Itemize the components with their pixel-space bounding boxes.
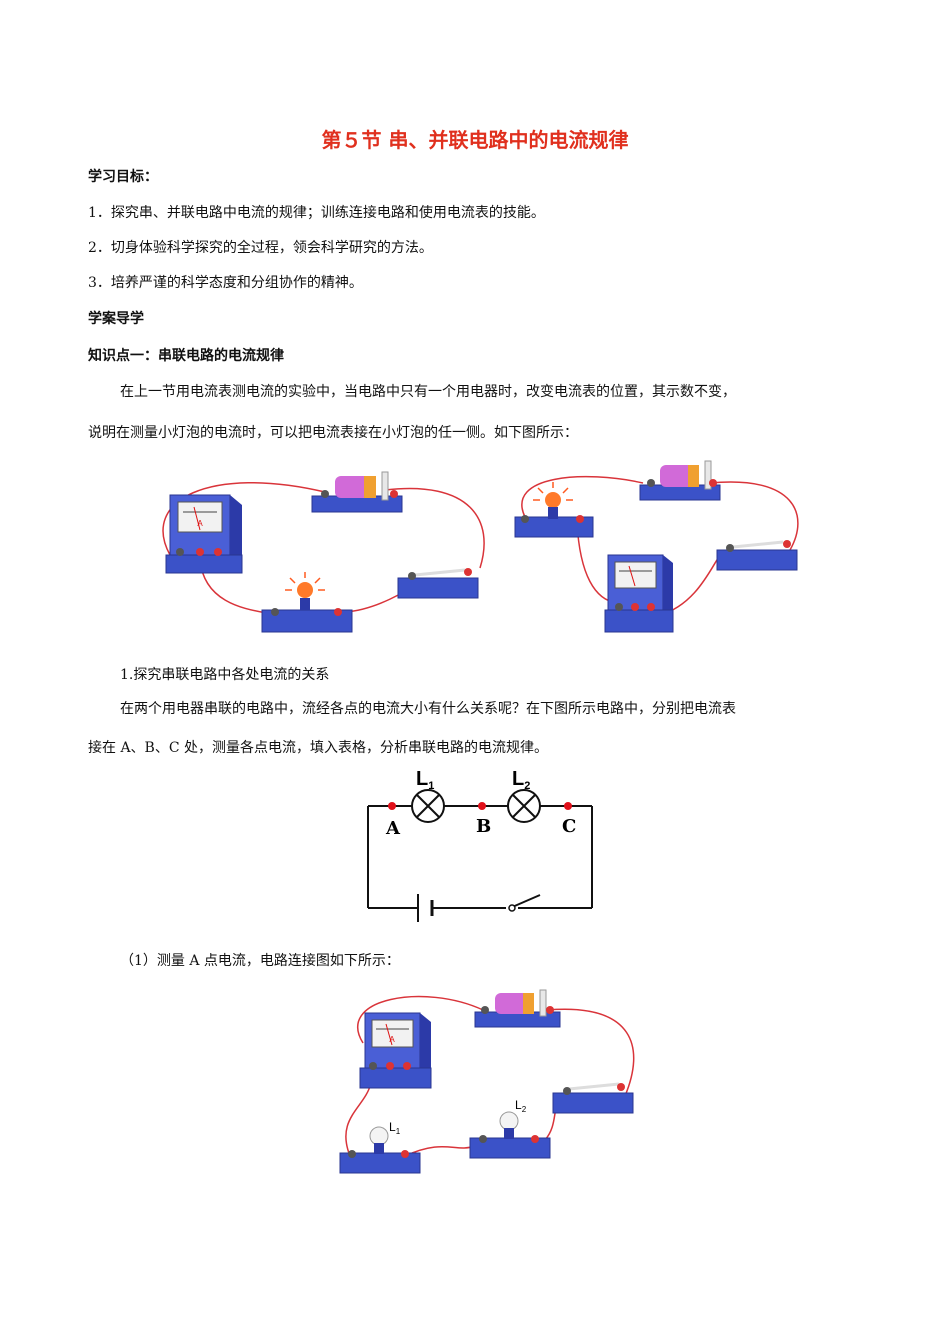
bulb-label-L2: L2	[515, 1098, 527, 1114]
circuit-illustration-left: A	[162, 471, 485, 633]
diagram-label-B: B	[476, 816, 491, 837]
switch	[397, 568, 479, 599]
diagram-label-C: C	[562, 816, 576, 837]
paragraph-2-line-1: 在两个用电器串联的电路中，流经各点的电流大小有什么关系呢？在下图所示电路中，分别…	[120, 701, 736, 717]
step-1-text: （1）测量 A 点电流，电路连接图如下所示：	[120, 953, 400, 969]
bulb-l2: L2	[469, 1098, 551, 1159]
diagram-label-L2: L2	[512, 768, 530, 792]
diagram-label-A: A	[385, 818, 401, 839]
bulb-l1: L1	[339, 1120, 421, 1174]
bulb	[514, 482, 594, 538]
page-title: 第５节 串、并联电路中的电流规律	[321, 128, 629, 152]
paragraph-1-line-2: 说明在测量小灯泡的电流时，可以把电流表接在小灯泡的任一侧。如下图所示：	[88, 425, 578, 441]
ammeter-letter: A	[197, 519, 203, 528]
objective-item-3: 3．培养严谨的科学态度和分组协作的精神。	[88, 275, 363, 291]
ammeter: A	[165, 494, 243, 574]
circuit-illustration-measure-a: A L1 L2	[339, 989, 635, 1174]
diagram-label-L1: L1	[416, 768, 434, 792]
knowledge-point-heading: 知识点一：串联电路的电流规律	[88, 348, 284, 364]
bulb	[261, 572, 353, 633]
ammeter: A	[359, 1012, 432, 1089]
guide-heading: 学案导学	[88, 311, 144, 327]
objectives-heading: 学习目标：	[88, 169, 158, 185]
battery	[639, 460, 721, 501]
objective-item-2: 2．切身体验科学探究的全过程，领会科学研究的方法。	[88, 240, 433, 256]
switch	[552, 1082, 634, 1114]
switch	[716, 540, 798, 571]
ammeter-letter: A	[389, 1035, 395, 1044]
battery	[311, 471, 403, 513]
paragraph-1-line-1: 在上一节用电流表测电流的实验中，当电路中只有一个用电器时，改变电流表的位置，其示…	[120, 384, 736, 400]
series-circuit-diagram: L1 L2 A B C	[367, 768, 593, 922]
ammeter	[604, 554, 674, 633]
circuit-illustration-right	[514, 460, 799, 633]
paragraph-2-line-2: 接在 A、B、C 处，测量各点电流，填入表格，分析串联电路的电流规律。	[88, 740, 549, 756]
battery	[474, 989, 561, 1028]
objective-item-1: 1．探究串、并联电路中电流的规律；训练连接电路和使用电流表的技能。	[88, 205, 545, 221]
bulb-label-L1: L1	[389, 1120, 401, 1136]
sub-heading-1: 1.探究串联电路中各处电流的关系	[120, 667, 330, 683]
